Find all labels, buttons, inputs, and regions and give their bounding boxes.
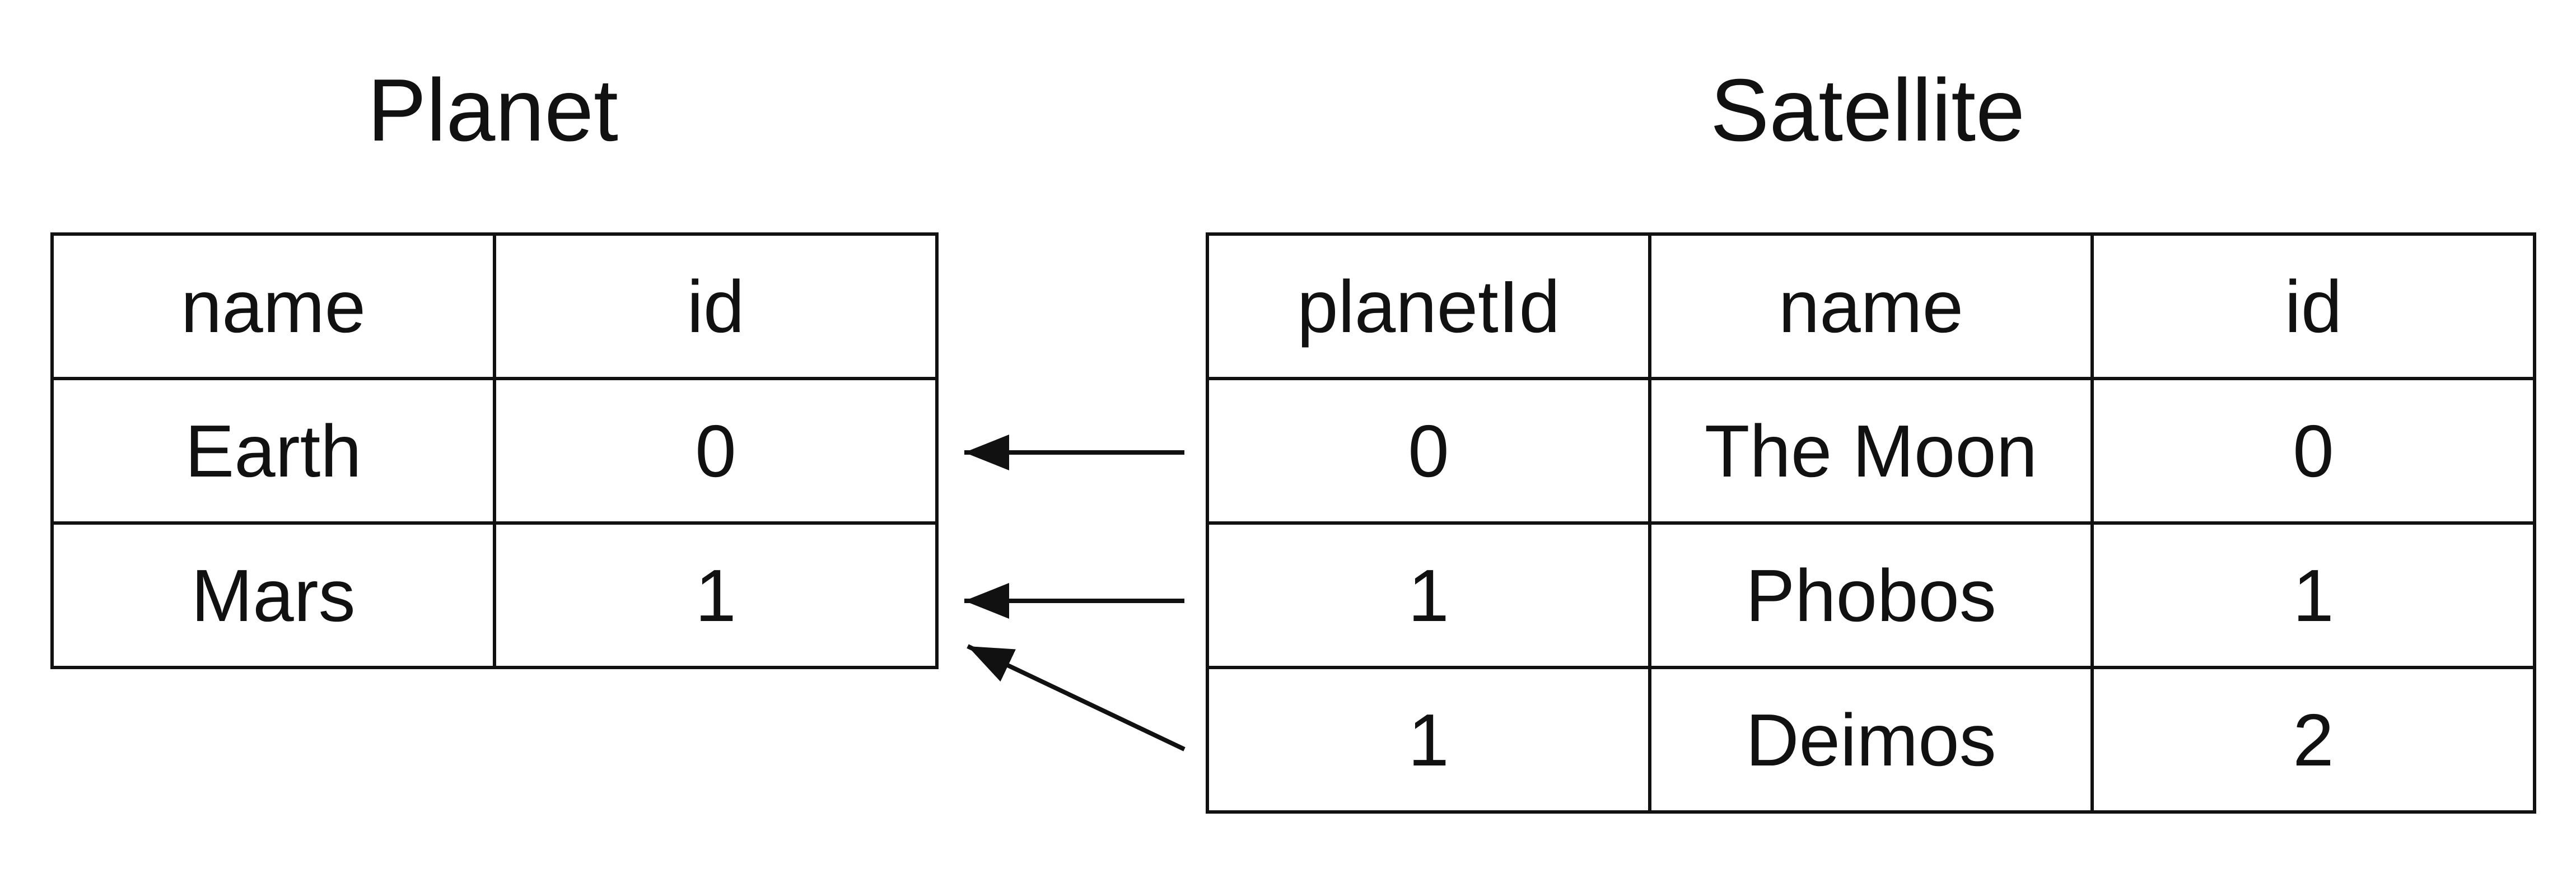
- satellite-cell-name: Deimos: [1648, 666, 2094, 814]
- satellite-header-id: id: [2090, 232, 2536, 380]
- planet-cell-id: 1: [493, 521, 939, 669]
- satellite-cell-planetid: 1: [1206, 666, 1651, 814]
- satellite-header-planetid: planetId: [1206, 232, 1651, 380]
- planet-header-name: name: [50, 232, 496, 380]
- planet-table: name id Earth 0 Mars 1: [50, 232, 939, 669]
- planet-cell-id: 0: [493, 377, 939, 525]
- satellite-cell-id: 0: [2090, 377, 2536, 525]
- satellite-cell-name: Phobos: [1648, 521, 2094, 669]
- satellite-cell-planetid: 1: [1206, 521, 1651, 669]
- satellite-row-phobos: 1 Phobos 1: [1206, 521, 2536, 669]
- satellite-table-title: Satellite: [1710, 61, 2026, 160]
- planet-table-title: Planet: [367, 61, 618, 160]
- satellite-cell-planetid: 0: [1206, 377, 1651, 525]
- satellite-header-name: name: [1648, 232, 2094, 380]
- satellite-cell-id: 1: [2090, 521, 2536, 669]
- satellite-row-moon: 0 The Moon 0: [1206, 377, 2536, 525]
- planet-row-mars: Mars 1: [50, 521, 939, 669]
- satellite-cell-name: The Moon: [1648, 377, 2094, 525]
- satellite-cell-id: 2: [2090, 666, 2536, 814]
- satellite-row-deimos: 1 Deimos 2: [1206, 666, 2536, 814]
- arrow-deimos-to-mars: [967, 644, 1186, 751]
- planet-cell-name: Mars: [50, 521, 496, 669]
- planet-cell-name: Earth: [50, 377, 496, 525]
- planet-row-earth: Earth 0: [50, 377, 939, 525]
- planet-header-id: id: [493, 232, 939, 380]
- planet-header-row: name id: [50, 232, 939, 380]
- satellite-table: planetId name id 0 The Moon 0 1 Phobos 1…: [1206, 232, 2536, 814]
- satellite-header-row: planetId name id: [1206, 232, 2536, 380]
